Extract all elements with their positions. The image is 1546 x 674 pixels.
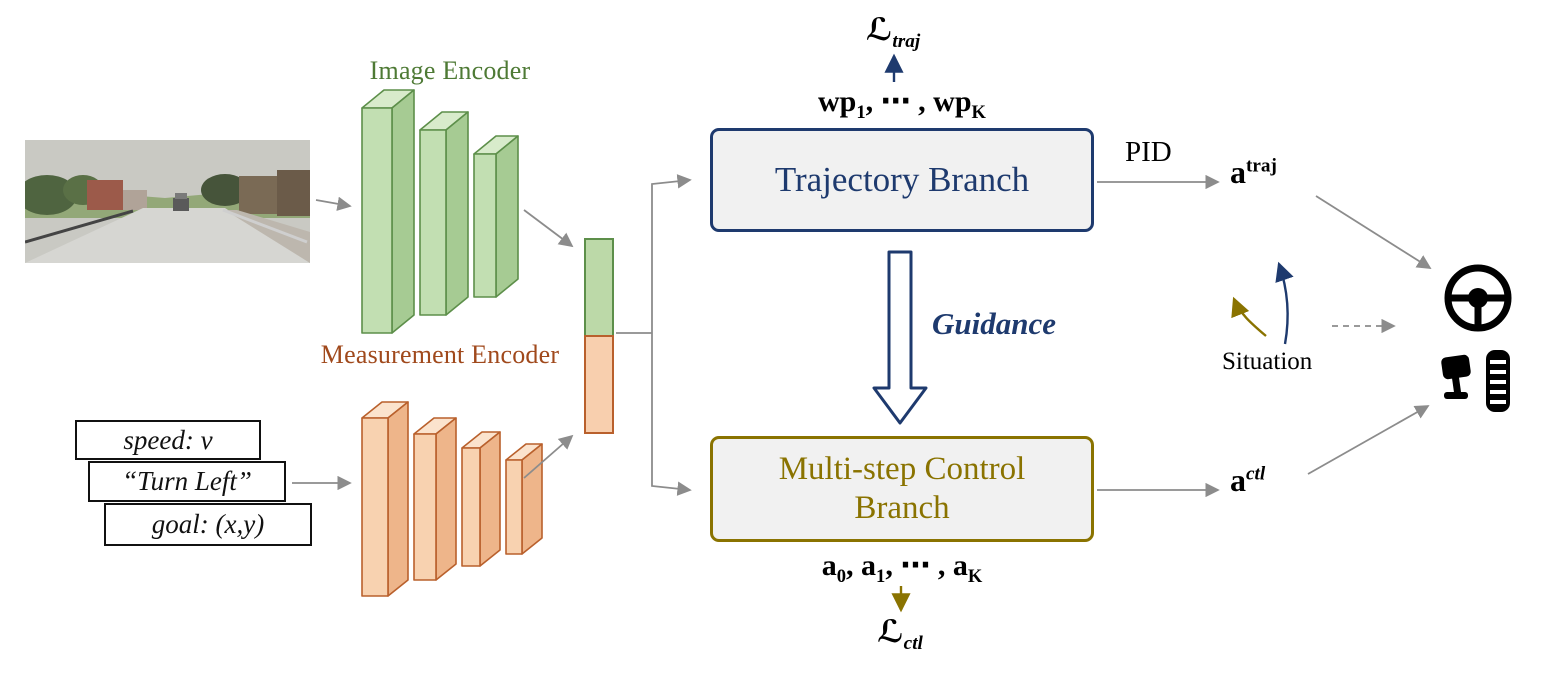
arrow-actl-to-pedals: [1307, 405, 1430, 475]
command-text: “Turn Left”: [122, 466, 252, 496]
ctl-loss-symbol: ℒ: [877, 614, 904, 650]
wp-last-base: wp: [933, 85, 972, 118]
speed-text: speed: v: [123, 424, 213, 455]
action-sep1: ,: [846, 549, 862, 582]
scene-building-mid: [123, 190, 147, 210]
scene-trees-right: [201, 174, 249, 206]
situation-olive-arrow: [1231, 296, 1267, 337]
arrow-feature-to-trajectory-branch: [651, 174, 692, 333]
control-branch-box: Multi-step Control Branch: [710, 436, 1094, 542]
actl-base: a: [1230, 462, 1246, 498]
scene-trees-left: [25, 175, 77, 215]
scene-sidewalk: [225, 210, 310, 263]
actl-sup: ctl: [1246, 463, 1266, 485]
action-ctl-output: actl: [1230, 462, 1265, 499]
scene-building-left: [87, 180, 123, 210]
scene-building-far-right: [277, 170, 310, 216]
atraj-base: a: [1230, 154, 1246, 190]
scene-vehicle-cab: [175, 193, 187, 199]
action-dots: , ⋯ ,: [885, 549, 953, 582]
wp-dots: , ⋯ ,: [865, 85, 934, 118]
image-encoder-blocks: [361, 89, 519, 334]
speed-input-box: speed: v: [75, 420, 261, 460]
actions-label: a0, a1, ⋯ , aK: [710, 548, 1094, 588]
camera-input-image: [25, 140, 310, 263]
action-a0-base: a: [821, 549, 837, 582]
control-branch-label-line2: Branch: [854, 490, 950, 526]
image-encoder-label: Image Encoder: [369, 56, 531, 85]
feature-vector: [584, 238, 614, 434]
ctl-loss-subscript: ctl: [903, 633, 923, 655]
gas-pedal: [1486, 350, 1510, 412]
brake-pedal: [1441, 354, 1471, 399]
traj-loss-symbol: ℒ: [865, 12, 893, 48]
goal-text: goal: (x,y): [151, 509, 265, 539]
image-encoder-slabs: [361, 89, 519, 334]
wp-last-sub: K: [971, 102, 986, 123]
guidance-label: Guidance: [932, 306, 1056, 341]
waypoints-label: wp1, ⋯ , wpK: [710, 84, 1094, 124]
action-aK-base: a: [952, 549, 968, 582]
goal-input-box: goal: (x,y): [104, 503, 312, 546]
action-traj-output: atraj: [1230, 154, 1277, 191]
scene-vehicle: [173, 198, 189, 211]
trajectory-branch-box: Trajectory Branch: [710, 128, 1094, 232]
arrow-atraj-to-wheel: [1315, 195, 1432, 269]
measurement-encoder-blocks: [361, 401, 543, 597]
pedals-icon: [1441, 350, 1510, 412]
situation-navy-arrow: [1275, 261, 1294, 345]
measurement-encoder-slabs: [361, 401, 543, 597]
traj-loss-subscript: traj: [892, 31, 921, 53]
atraj-sup: traj: [1246, 155, 1277, 177]
scene-fence-right: [222, 208, 308, 244]
pid-label: PID: [1125, 136, 1172, 168]
scene-road: [25, 208, 310, 263]
scene-guardrail-left: [25, 209, 134, 244]
action-a1-sub: 1: [876, 566, 886, 587]
trajectory-branch-label: Trajectory Branch: [774, 160, 1030, 199]
trajectory-loss-label: ℒtraj: [793, 12, 993, 53]
arrow-image-encoder-to-feature: [523, 209, 574, 248]
arrow-image-to-image-encoder: [315, 196, 352, 211]
action-a1-base: a: [861, 549, 877, 582]
situation-label: Situation: [1222, 348, 1313, 375]
steering-wheel-icon: [1444, 264, 1512, 332]
control-branch-label-line1: Multi-step Control: [778, 451, 1026, 488]
wp-first-sub: 1: [856, 102, 866, 123]
guidance-block-arrow: [872, 250, 928, 425]
wp-first-base: wp: [818, 85, 857, 118]
command-input-box: “Turn Left”: [88, 461, 286, 502]
action-aK-sub: K: [967, 566, 983, 587]
action-a0-sub: 0: [836, 566, 847, 587]
image-feature-segment: [584, 238, 614, 337]
control-loss-label: ℒctl: [800, 614, 1000, 655]
arrow-feature-to-control-branch: [651, 333, 692, 496]
measurement-encoder-label: Measurement Encoder: [320, 340, 560, 369]
measurement-feature-segment: [584, 335, 614, 434]
